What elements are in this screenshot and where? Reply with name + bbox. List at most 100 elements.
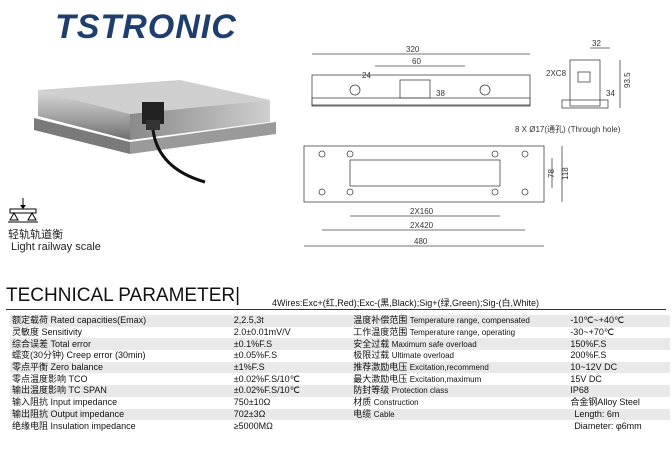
param-name-en: Zero balance: [50, 362, 104, 373]
param-value-value: ≥5000MΩ: [233, 420, 273, 431]
parameters-table: 额定载荷 Rated capacities(Emax) 2,2.5,3t 温度补偿范…: [10, 315, 670, 432]
param-value-2: Length: 6m: [568, 408, 670, 421]
param-name-2: 温度补偿范围 Temperature range, compensated: [351, 315, 569, 327]
caption-en: Light railway scale: [11, 241, 101, 253]
param-value-2-value2: IP68: [570, 385, 589, 396]
heading-divider: [6, 309, 666, 310]
table-row: 输出温度影响 TC SPAN±0.02%F.S/10℃ 防封等级 Protecti…: [10, 385, 670, 397]
param-name-2-en2: Temperature range, operating: [409, 328, 516, 338]
dim-32: 32: [592, 40, 601, 48]
caption-cn: 轻轨轨道衡: [8, 229, 63, 241]
dim-24: 24: [362, 71, 371, 80]
wire-legend: 4Wires:Exc+(红,Red);Exc-(黑,Black);Sig+(绿,…: [272, 298, 540, 308]
dim-2xc8: 2XC8: [546, 69, 567, 78]
param-name-2-en2: Excitation,recommend: [409, 363, 489, 373]
end-view: [561, 47, 621, 109]
param-value: ≥5000MΩ: [232, 420, 351, 432]
param-name-2-en2: Maximum safe overload: [391, 339, 477, 349]
side-view: [311, 53, 531, 107]
dim-78: 78: [547, 169, 556, 178]
dim-38: 38: [436, 89, 445, 98]
dim-2x160: 2X160: [410, 207, 434, 216]
param-value-2-value2: -10℃~+40℃: [570, 315, 625, 326]
param-name-cn: 零点温度影响: [12, 373, 67, 384]
param-value: 702±3Ω: [231, 408, 352, 421]
technical-drawing: 320 60 24 38 32 2XC8 34 93.5 8 X Ø17(通孔)…: [303, 40, 632, 247]
param-name-en: Output impedance: [50, 408, 125, 419]
param-name-2: [351, 420, 568, 432]
param-name-en: Total error: [50, 338, 92, 349]
param-value: 750±10Ω: [232, 397, 351, 409]
param-value-2: -30~+70℃: [568, 327, 670, 339]
param-name: 输出阻抗 Output impedance: [10, 408, 232, 421]
param-value-value: ±0.1%F.S: [233, 338, 273, 349]
param-value: ±0.1%F.S: [231, 338, 352, 351]
param-name-2-en2: Construction: [373, 398, 419, 408]
param-name: 输出温度影响 TC SPAN: [10, 385, 232, 397]
param-value-2-value2: 200%F.S: [570, 350, 607, 361]
param-name-2: 安全过载 Maximum safe overload: [351, 338, 569, 351]
scale-symbol-icon: [8, 198, 38, 223]
param-name-2-en2: Protection class: [391, 386, 449, 396]
table-row: 蠕变(30分钟) Creep error (30min)±0.05%F.S 极限过…: [10, 350, 670, 362]
param-name-en: Rated capacities(Emax): [50, 315, 147, 326]
param-value: ±0.05%F.S: [232, 350, 351, 362]
param-name-2-en2: Cable: [373, 409, 395, 419]
param-value-2-value2: 10~12V DC: [570, 362, 618, 373]
dim-320: 320: [406, 45, 420, 54]
param-name: 输入阻抗 Input impedance: [10, 397, 232, 409]
param-name: 零点平衡 Zero balance: [10, 361, 232, 374]
dim-480: 480: [414, 237, 428, 246]
param-name-2: 最大激励电压 Excitation,maximum: [351, 373, 568, 385]
param-name-en: Input impedance: [50, 397, 118, 408]
product-photo: [34, 80, 276, 184]
param-value-2-value2: -30~+70℃: [570, 327, 614, 338]
param-value-value: ±0.02%F.S/10℃: [233, 385, 300, 396]
param-value-value: ±0.02%F.S/10℃: [233, 373, 300, 384]
param-value-2: 150%F.S: [568, 338, 670, 351]
param-name-en: TC SPAN: [68, 385, 107, 396]
param-name-cn: 额定载荷: [12, 315, 49, 326]
param-value-value: 702±3Ω: [233, 408, 266, 419]
param-value: ±0.02%F.S/10℃: [232, 373, 351, 385]
param-name-2-cn2: 推荐激励电压: [353, 362, 408, 373]
param-name-2-en2: Ultimate overload: [391, 351, 454, 361]
param-value-value: 750±10Ω: [233, 397, 271, 408]
param-name-2-cn2: 最大激励电压: [353, 373, 408, 384]
param-value-value: ±0.05%F.S: [233, 350, 278, 361]
param-value-value: 2,2.5,3t: [233, 315, 264, 326]
param-value-2-value2: Length: 6m: [574, 408, 620, 419]
param-name-en: Insulation impedance: [50, 420, 136, 431]
table-row: 综合误差 Total error±0.1%F.S 安全过载 Maximum saf…: [10, 338, 670, 351]
param-name-2-cn2: 安全过载: [353, 338, 390, 349]
param-value-2: 200%F.S: [568, 350, 670, 362]
param-value-2: IP68: [568, 385, 670, 397]
param-name: 综合误差 Total error: [10, 338, 232, 351]
section-title: TECHNICAL PARAMETER|: [6, 285, 241, 306]
param-name-2-en2: Excitation,maximum: [409, 374, 482, 384]
dim-93-5: 93.5: [623, 72, 632, 88]
param-name-cn: 零点平衡: [12, 362, 49, 373]
param-name-2: 材质 Construction: [351, 397, 568, 409]
param-name: 蠕变(30分钟) Creep error (30min): [10, 350, 232, 362]
param-name-cn: 蠕变(30分钟): [12, 350, 65, 361]
brand-logo: TSTRONIC: [55, 8, 237, 46]
param-value-2: 10~12V DC: [568, 361, 670, 374]
dim-2x420: 2X420: [410, 221, 434, 230]
param-value-2: 合金钢Alloy Steel: [568, 397, 670, 409]
holes-note: 8 X Ø17(通孔) (Through hole): [515, 124, 621, 134]
param-name-2-en2: Temperature range, compensated: [409, 316, 530, 326]
param-value-2: 15V DC: [568, 373, 670, 385]
table-row: 额定载荷 Rated capacities(Emax) 2,2.5,3t 温度补偿范…: [10, 315, 670, 327]
param-name-2-cn2: 极限过载: [353, 350, 390, 361]
dim-118: 118: [561, 167, 570, 180]
param-name-2: 防封等级 Protection class: [351, 385, 569, 397]
param-value-2-value2: 150%F.S: [570, 338, 607, 349]
param-name-cn: 输入阻抗: [12, 397, 49, 408]
param-name-2-cn2: 温度补偿范围: [353, 315, 408, 326]
param-name-2-cn2: 工作温度范围: [353, 327, 408, 338]
